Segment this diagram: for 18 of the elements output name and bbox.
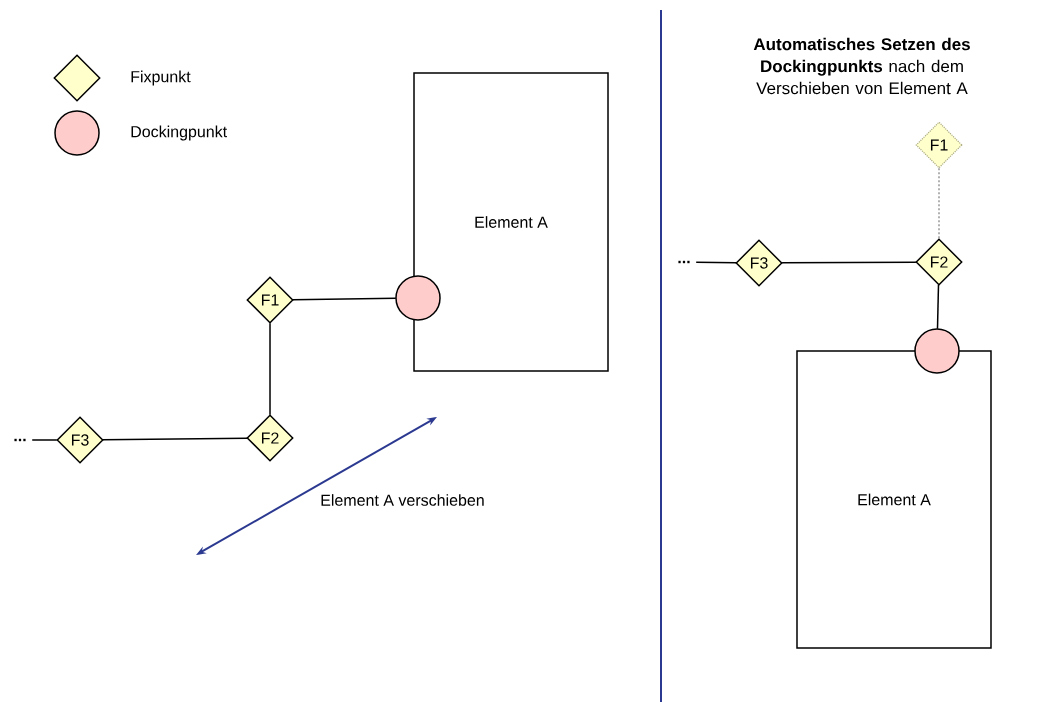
connector-line (31, 439, 58, 441)
legend-label: Dockingpunkt (131, 125, 227, 141)
element-box: Element A (796, 350, 992, 649)
move-label: Element A verschieben (321, 494, 484, 506)
ellipsis-text: ... (678, 260, 690, 264)
connector-line (292, 297, 397, 301)
connector-line (102, 437, 248, 441)
docking-point-circle (914, 328, 960, 374)
connector-line (938, 167, 940, 240)
connector-line (695, 261, 737, 264)
connector-line (781, 261, 917, 264)
element-box: Element A (413, 72, 609, 372)
docking-point-circle (395, 275, 441, 321)
connector-line (269, 322, 271, 416)
legend-label: Fixpunkt (131, 70, 191, 86)
ellipsis-text: ... (14, 438, 26, 442)
heading-text: Automatisches Setzen des Dockingpunkts nach dem Verschieben von Element A (753, 37, 970, 95)
connector-line (936, 283, 940, 330)
